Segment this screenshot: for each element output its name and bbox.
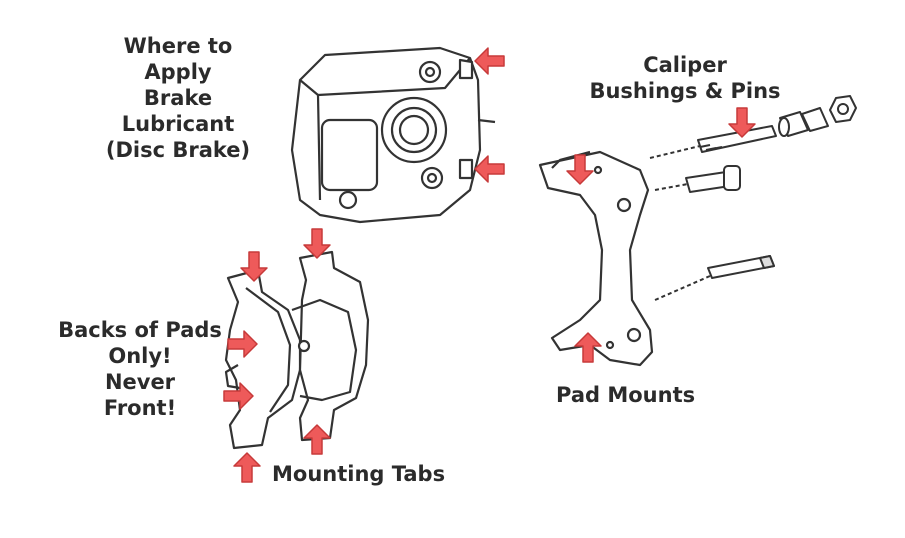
label-mounting-tabs: Mounting Tabs [272, 462, 446, 486]
label-line: Only! [108, 344, 172, 368]
label-pad-mounts: Pad Mounts [556, 383, 696, 407]
arrow-tab-bottom-outer [233, 452, 261, 483]
label-pad-backs: Backs of Pads Only! Never Front! [50, 317, 230, 421]
label-line: Brake [143, 86, 213, 110]
label-line: Backs of Pads [58, 318, 222, 342]
label-caliper-hardware: Caliper Bushings & Pins [565, 52, 805, 104]
label-lubricant: Where to Apply Brake Lubricant (Disc Bra… [88, 33, 268, 163]
label-line: Lubricant [121, 112, 235, 136]
caliper-body [290, 46, 496, 224]
label-line: Caliper [643, 53, 727, 77]
label-line: Front! [103, 396, 177, 420]
label-line: Where to [123, 34, 233, 58]
arrow-caliper-top [474, 47, 505, 75]
caliper-bracket [538, 150, 654, 367]
caliper-pins-and-bushings [649, 95, 857, 301]
arrow-caliper-bottom [474, 155, 505, 183]
label-line: (Disc Brake) [105, 138, 251, 162]
label-line: Never [104, 370, 176, 394]
label-line: Apply [144, 60, 212, 84]
label-line: Bushings & Pins [589, 79, 781, 103]
